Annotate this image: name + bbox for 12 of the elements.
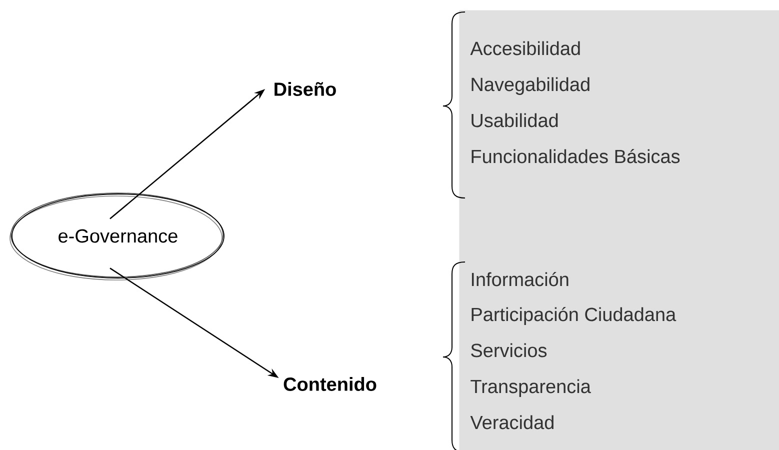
list-item: Participación Ciudadana xyxy=(472,307,676,325)
list-item: Navegabilidad xyxy=(472,77,590,95)
list-item: Funcionalidades Básicas xyxy=(472,149,680,164)
list-panel xyxy=(459,10,779,450)
category-label: Contenido xyxy=(284,377,376,391)
category-label: Diseño xyxy=(274,82,336,96)
list-item: Veracidad xyxy=(470,415,554,430)
list-item: Información xyxy=(472,272,568,286)
list-item: Servicios xyxy=(471,343,547,358)
list-item: Usabilidad xyxy=(472,113,558,128)
list-item: Transparencia xyxy=(470,379,591,397)
list-item: Accesibilidad xyxy=(470,41,580,56)
